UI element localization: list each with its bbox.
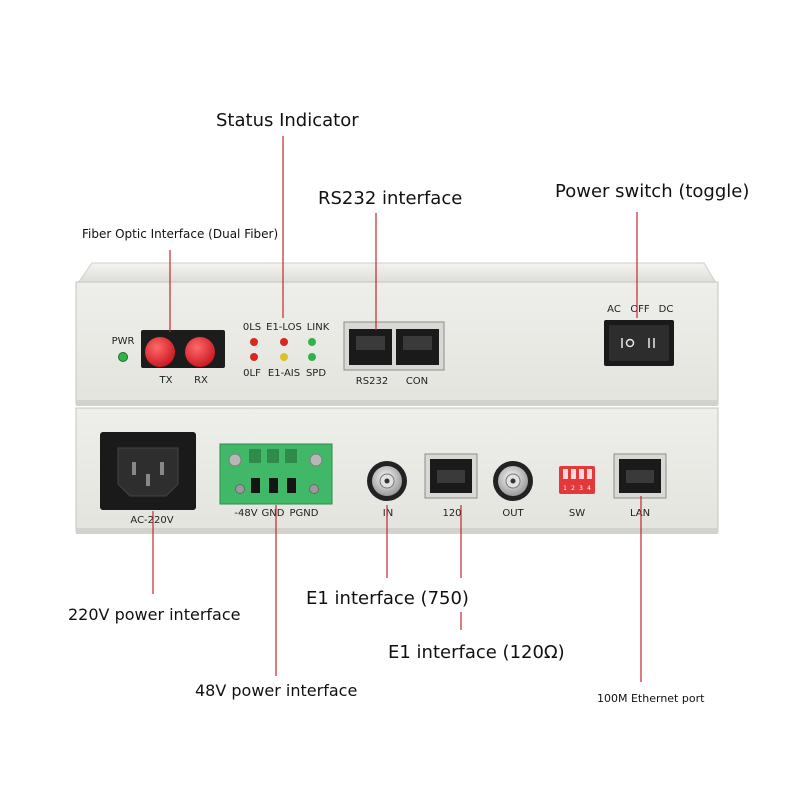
label-pwr: PWR	[112, 336, 135, 347]
label-con: CON	[406, 376, 428, 387]
callout-220v-power: 220V power interface	[68, 605, 241, 624]
terminal-screw-icon	[228, 453, 242, 467]
label-120: 120	[442, 508, 461, 519]
led-e1-los	[280, 338, 288, 346]
ac-inlet-socket	[117, 447, 179, 497]
label-pgnd: PGND	[290, 508, 319, 519]
label-tx: TX	[159, 375, 173, 386]
label-olf: 0LF	[243, 368, 261, 379]
dip-num-4: 4	[587, 485, 591, 492]
callout-power-switch: Power switch (toggle)	[555, 181, 750, 202]
label-minus48v: -48V	[234, 508, 257, 519]
label-rx: RX	[194, 375, 208, 386]
callout-100m-ethernet: 100M Ethernet port	[597, 692, 705, 705]
led-link	[308, 338, 316, 346]
label-dc: DC	[659, 304, 674, 315]
callout-fiber-optic: Fiber Optic Interface (Dual Fiber)	[82, 227, 279, 241]
led-e1-ais	[280, 353, 288, 361]
label-sw: SW	[569, 508, 585, 519]
label-ac: AC	[607, 304, 621, 315]
callout-e1-120: E1 interface (120Ω)	[388, 642, 565, 663]
label-in: IN	[383, 508, 393, 519]
front-unit: PWR TX RX 0LS E1-LOS LINK 0LF E1-AIS SPD…	[75, 262, 719, 406]
switch-off-mark-icon	[625, 338, 635, 348]
dip-num-3: 3	[579, 485, 583, 492]
label-out: OUT	[502, 508, 524, 519]
dip-num-2: 2	[571, 485, 575, 492]
label-e1-los: E1-LOS	[266, 322, 302, 333]
label-ac-220v: AC-220V	[130, 515, 173, 526]
label-rs232: RS232	[356, 376, 388, 387]
label-spd: SPD	[306, 368, 326, 379]
label-off: OFF	[630, 304, 650, 315]
led-olf	[250, 353, 258, 361]
led-ols	[250, 338, 258, 346]
label-gnd: GND	[262, 508, 285, 519]
callout-status-indicator: Status Indicator	[216, 110, 359, 131]
label-ols: 0LS	[243, 322, 261, 333]
led-pwr	[118, 352, 128, 362]
front-panel-edge	[76, 400, 718, 406]
label-e1-ais: E1-AIS	[268, 368, 300, 379]
dip-num-1: 1	[563, 485, 567, 492]
rear-unit: AC-220V -48V GND PGND IN 120 OUT	[75, 407, 719, 534]
label-lan: LAN	[630, 508, 650, 519]
leader-lines	[152, 136, 642, 682]
callout-e1-750: E1 interface (750)	[306, 588, 469, 609]
callout-rs232-interface: RS232 interface	[318, 188, 463, 209]
label-link: LINK	[307, 322, 330, 333]
terminal-screw-icon	[309, 453, 323, 467]
fiber-port-tx[interactable]	[145, 337, 175, 367]
front-unit-lid	[77, 262, 717, 284]
rear-panel-edge	[76, 528, 718, 534]
led-spd	[308, 353, 316, 361]
fiber-port-rx[interactable]	[185, 337, 215, 367]
callout-48v-power: 48V power interface	[195, 681, 358, 700]
